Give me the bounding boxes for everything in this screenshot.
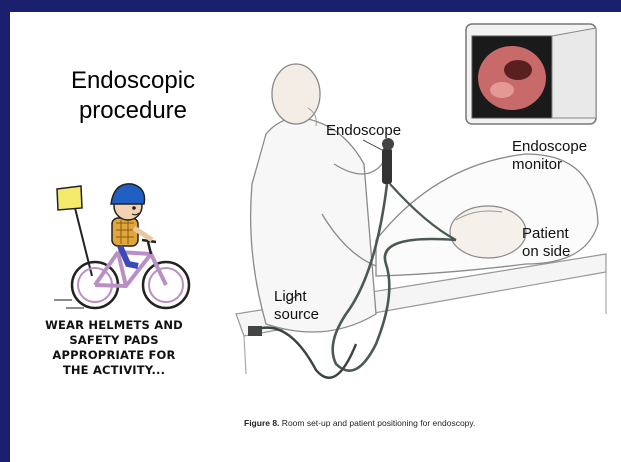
slide-title-line1: Endoscopic bbox=[38, 66, 228, 96]
cartoon-caption: WEAR HELMETS AND SAFETY PADS APPROPRIATE… bbox=[34, 318, 194, 378]
rider-pants bbox=[120, 246, 138, 266]
figure-caption-label: Figure 8. bbox=[244, 418, 279, 428]
label-patient-on-side: Patient on side bbox=[522, 225, 570, 261]
slide-title-line2: procedure bbox=[38, 96, 228, 126]
patient-head bbox=[450, 206, 526, 258]
label-light-line2: source bbox=[274, 306, 319, 324]
label-patient-line2: on side bbox=[522, 243, 570, 261]
flag bbox=[57, 186, 82, 210]
cartoon-caption-line3: APPROPRIATE FOR bbox=[34, 348, 194, 363]
figure-caption-text: Room set-up and patient positioning for … bbox=[279, 418, 475, 428]
cartoon-bicycle-illustration bbox=[48, 168, 198, 316]
slide-title: Endoscopic procedure bbox=[38, 66, 228, 126]
endoscope-monitor bbox=[466, 24, 596, 124]
figure-caption: Figure 8. Room set-up and patient positi… bbox=[244, 418, 475, 428]
endoscope-pointer bbox=[363, 140, 382, 150]
doctor-head bbox=[272, 64, 320, 124]
label-endoscope-monitor-line2: monitor bbox=[512, 156, 587, 174]
cartoon-caption-line4: THE ACTIVITY... bbox=[34, 363, 194, 378]
light-source bbox=[248, 326, 262, 336]
slide-border-left bbox=[0, 0, 10, 462]
endoscopy-room-illustration bbox=[226, 14, 614, 414]
label-endoscope: Endoscope bbox=[326, 122, 401, 140]
cartoon-caption-line1: WEAR HELMETS AND bbox=[34, 318, 194, 333]
slide-border-top bbox=[0, 0, 621, 12]
label-light-line1: Light bbox=[274, 288, 319, 306]
light-source-cable bbox=[250, 328, 356, 378]
label-endoscope-monitor-line1: Endoscope bbox=[512, 138, 587, 156]
cartoon-caption-line2: SAFETY PADS bbox=[34, 333, 194, 348]
label-endoscope-monitor: Endoscope monitor bbox=[512, 138, 587, 174]
rider-shirt bbox=[112, 218, 138, 246]
helmet bbox=[111, 184, 145, 204]
label-light-source: Light source bbox=[274, 288, 319, 324]
label-patient-line1: Patient bbox=[522, 225, 570, 243]
